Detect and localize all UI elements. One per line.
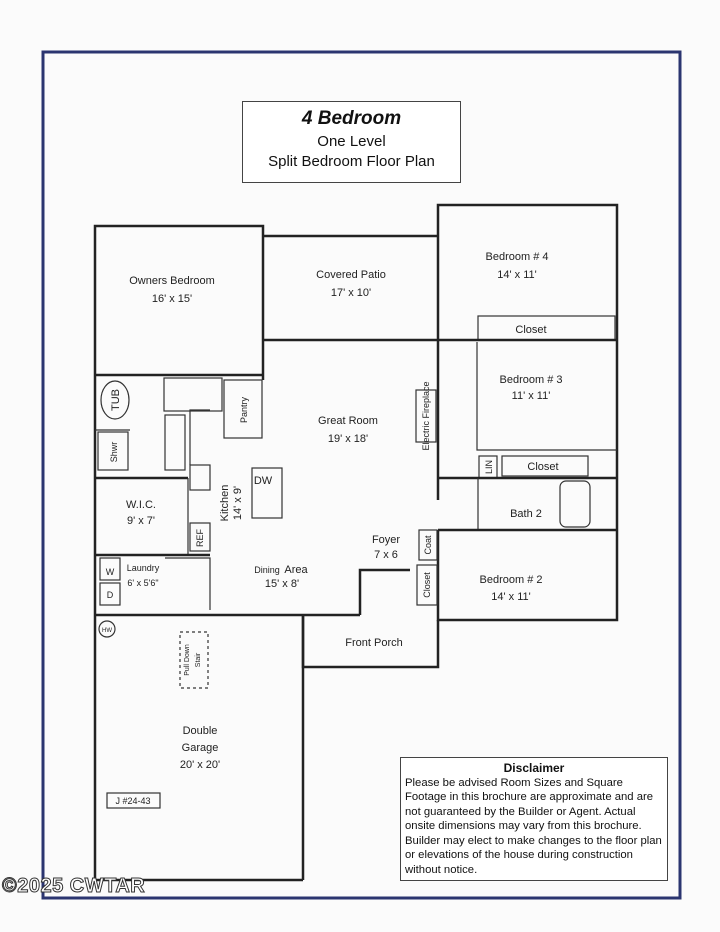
plan-title: 4 Bedroom: [301, 108, 402, 129]
garage-label: Double: [183, 725, 218, 737]
bedroom2-size: 14' x 11': [491, 591, 530, 603]
bedroom3-label: Bedroom # 3: [500, 374, 563, 386]
covered-patio-label: Covered Patio: [316, 269, 386, 281]
foyer-label: Foyer: [372, 534, 400, 546]
linen-label: LIN: [484, 460, 494, 474]
bedroom3-size: 11' x 11': [512, 390, 551, 402]
laundry-size: 6' x 5'6": [127, 578, 158, 588]
pull-down-stair-label: Pull Down: [184, 644, 191, 676]
closet3-label: Closet: [527, 461, 558, 473]
room-labels: Owners Bedroom 16' x 15' Covered Patio 1…: [102, 251, 562, 806]
pull-down-stair-label-2: Stair: [195, 652, 202, 667]
bedroom4-label: Bedroom # 4: [486, 251, 549, 263]
wic-label: W.I.C.: [126, 499, 156, 511]
copyright-watermark: ©2025 CWTAR: [1, 875, 146, 898]
pantry-label: Pantry: [239, 396, 249, 423]
title-box: 4 Bedroom One Level Split Bedroom Floor …: [242, 101, 461, 183]
coat-closet-label: Coat: [423, 535, 433, 555]
page-border: [41, 50, 682, 900]
foyer-size: 7 x 6: [374, 549, 398, 561]
owners-bedroom-size: 16' x 15': [152, 293, 192, 305]
garage-label-2: Garage: [182, 742, 219, 754]
disclaimer-text: Please be advised Room Sizes and Square …: [405, 776, 662, 876]
job-number: J #24-43: [115, 796, 150, 806]
dryer-label: D: [107, 590, 114, 600]
dishwasher-label: DW: [254, 475, 273, 487]
walls: [93, 203, 619, 882]
covered-patio-size: 17' x 10': [331, 287, 371, 299]
owners-bedroom-label: Owners Bedroom: [129, 275, 215, 287]
kitchen-size: 14' x 9': [232, 486, 244, 520]
refrigerator-label: REF: [195, 528, 205, 547]
plan-subtitle-1: One Level: [317, 133, 386, 150]
laundry-label: Laundry: [127, 563, 160, 573]
shower-label: Shwr: [109, 442, 119, 463]
dining-size: 15' x 8': [265, 578, 299, 590]
disclaimer-heading: Disclaimer: [503, 761, 565, 775]
great-room-size: 19' x 18': [328, 433, 368, 445]
washer-label: W: [106, 567, 115, 577]
dining-area-label: Area: [284, 564, 308, 576]
water-heater-label: HW: [102, 628, 112, 634]
closet2-label: Closet: [422, 572, 432, 598]
disclaimer-box: Disclaimer Please be advised Room Sizes …: [400, 757, 668, 881]
bedroom2-label: Bedroom # 2: [480, 574, 543, 586]
bath2-label: Bath 2: [510, 508, 542, 520]
fireplace-label: Electric Fireplace: [421, 381, 431, 450]
kitchen-label: Kitchen: [219, 485, 231, 522]
garage-size: 20' x 20': [180, 759, 220, 771]
wic-size: 9' x 7': [127, 515, 155, 527]
plan-subtitle-2: Split Bedroom Floor Plan: [268, 153, 435, 170]
great-room-label: Great Room: [318, 415, 378, 427]
dining-label: Dining: [254, 565, 280, 575]
front-porch-label: Front Porch: [345, 637, 402, 649]
bedroom4-size: 14' x 11': [497, 269, 536, 281]
closet4-label: Closet: [515, 324, 546, 336]
tub-label: TUB: [110, 389, 122, 411]
